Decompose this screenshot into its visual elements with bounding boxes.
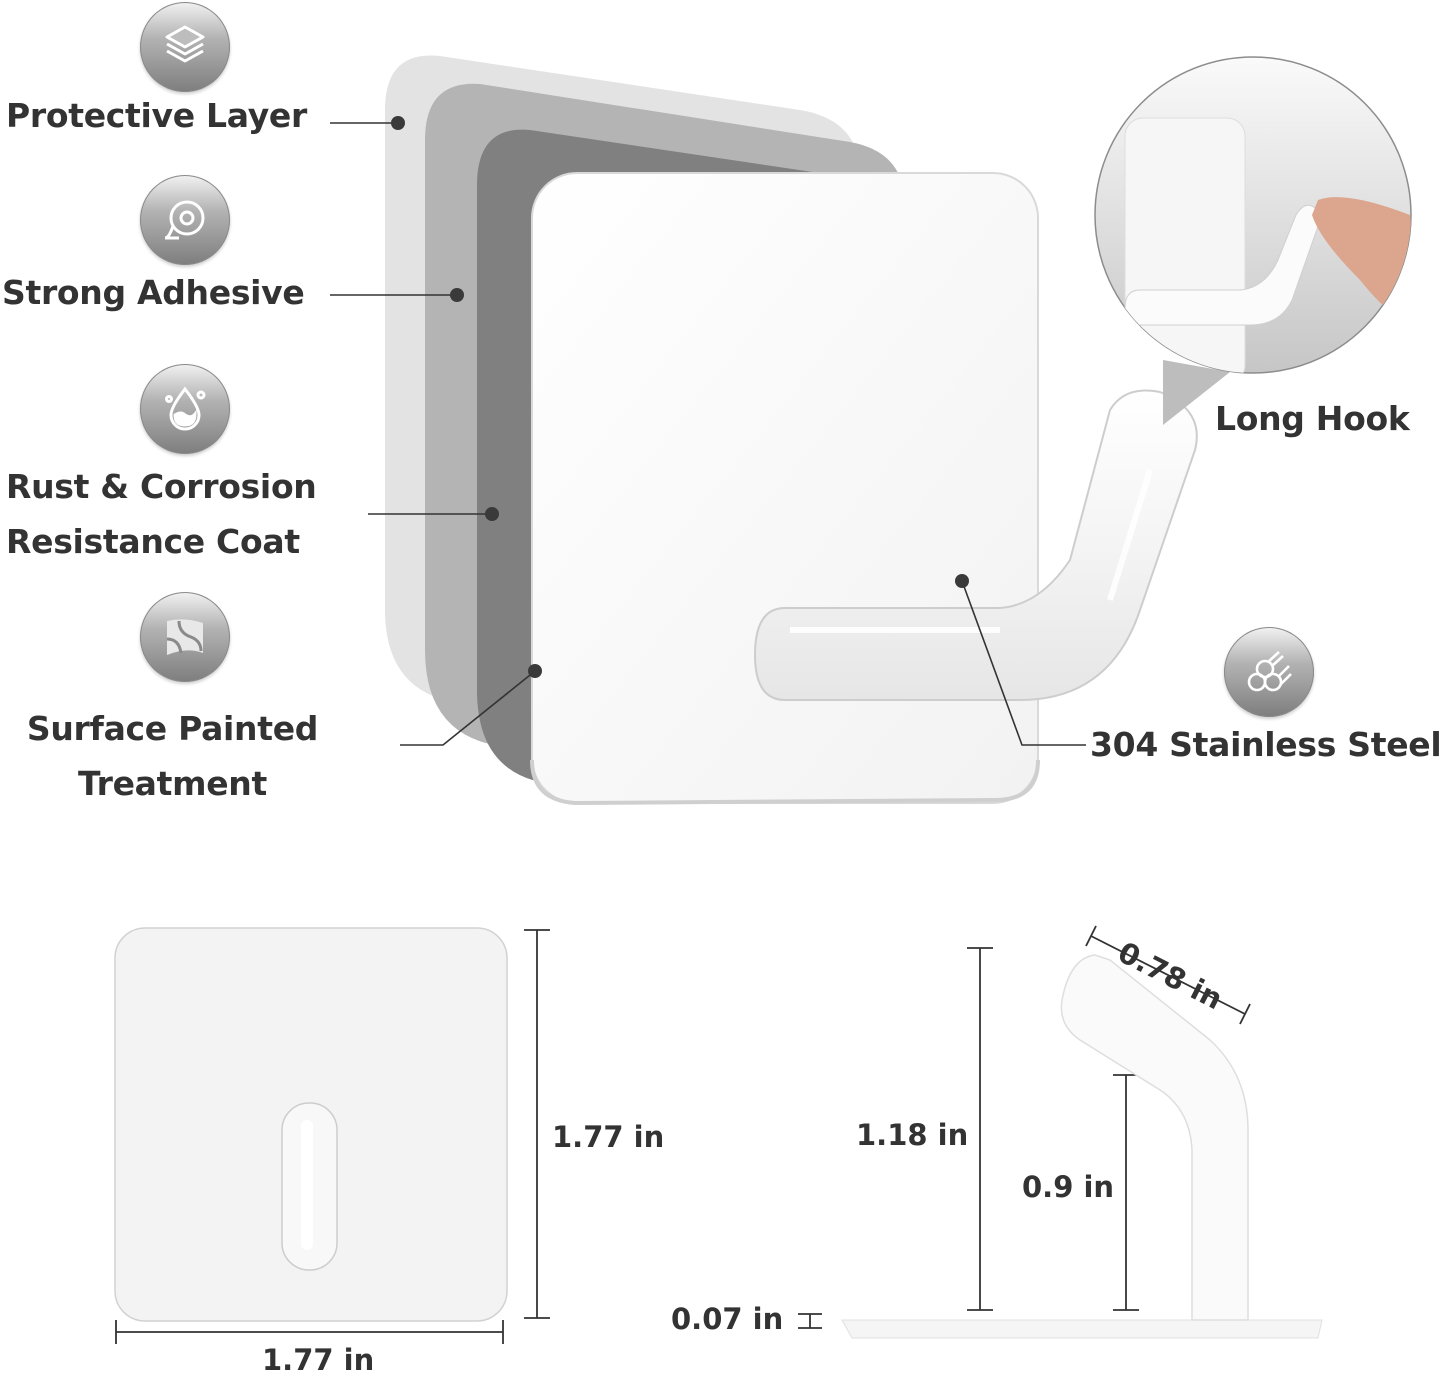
label-surface-painted-line1: Surface Painted: [26, 709, 319, 748]
dim-front-width: 1.77 in: [262, 1343, 375, 1377]
dim-hook-height: 0.9 in: [1022, 1170, 1115, 1204]
dim-total-height: 1.18 in: [856, 1118, 969, 1152]
long-hook-callout-bubble: [1094, 56, 1412, 425]
label-rust-corrosion-line1: Rust & Corrosion: [6, 467, 317, 506]
label-strong-adhesive: Strong Adhesive: [2, 273, 305, 312]
leader-dots: [391, 116, 969, 678]
leader-lines: [330, 122, 1086, 746]
label-rust-corrosion-line2: Resistance Coat: [6, 522, 300, 561]
label-surface-painted-line2: Treatment: [78, 764, 267, 803]
front-plate: [531, 172, 1039, 804]
dim-front-height: 1.77 in: [552, 1120, 665, 1154]
tape-roll-icon: [140, 175, 230, 265]
dim-base-thickness: 0.07 in: [671, 1302, 784, 1336]
dimension-lines: [115, 925, 1251, 1344]
side-view-hook: [1060, 954, 1249, 1321]
label-protective-layer: Protective Layer: [6, 96, 307, 135]
water-drop-icon: [140, 364, 230, 454]
hook-arm: [753, 389, 1198, 701]
steel-pipes-icon: [1224, 627, 1314, 717]
side-view-base: [841, 1319, 1323, 1339]
layers-icon: [140, 2, 230, 92]
surface-texture-icon: [140, 592, 230, 682]
label-long-hook: Long Hook: [1215, 399, 1410, 438]
label-stainless-steel: 304 Stainless Steel: [1090, 725, 1442, 764]
